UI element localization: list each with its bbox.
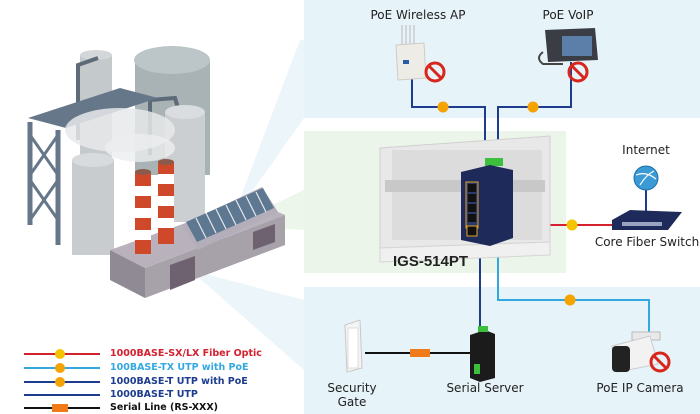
fiber-line-icon <box>24 349 100 359</box>
poe-badge-ap <box>437 101 449 113</box>
model-label: IGS-514PT <box>393 253 469 270</box>
core-switch-label: Core Fiber Switch <box>594 235 700 249</box>
legend-item-100base-poe: 100BASE-TX UTP with PoE <box>22 362 282 374</box>
top-panel <box>304 0 700 118</box>
legend-label: Serial Line (RS-XXX) <box>110 402 219 413</box>
factory-illustration <box>27 46 285 298</box>
legend-label: 100BASE-TX UTP with PoE <box>110 362 249 373</box>
security-gate-label-line2: Gate <box>337 395 367 409</box>
legend-item-1000base-poe: 1000BASE-T UTP with PoE <box>22 376 282 388</box>
internet-label: Internet <box>622 143 670 157</box>
legend-item-fiber: 1000BASE-SX/LX Fiber Optic <box>22 348 282 360</box>
legend-label: 1000BASE-T UTP with PoE <box>110 376 248 387</box>
legend-item-serial: Serial Line (RS-XXX) <box>22 402 282 414</box>
beam-bottom <box>190 270 304 370</box>
ip-camera-label: PoE IP Camera <box>596 381 684 395</box>
no-power-icon <box>649 351 671 373</box>
serial-line-icon <box>24 404 100 412</box>
small-tank-1 <box>72 160 114 255</box>
no-power-icon <box>567 61 589 83</box>
legend-item-1000base-utp: 1000BASE-T UTP <box>22 389 282 401</box>
chimney-1 <box>135 169 151 254</box>
chimney-2 <box>158 159 174 244</box>
legend-label: 1000BASE-T UTP <box>110 389 198 400</box>
poe-dark-line-icon <box>24 377 100 387</box>
serial-server-icon <box>470 330 495 382</box>
security-gate-label: Security Gate <box>322 381 382 409</box>
poe-badge-voip <box>527 101 539 113</box>
beam-top <box>232 40 304 220</box>
voip-label: PoE VoIP <box>542 8 594 22</box>
security-gate-label-line1: Security <box>327 381 377 395</box>
fiber-badge <box>566 219 578 231</box>
utp-line-icon <box>24 394 100 396</box>
poe-light-line-icon <box>24 363 100 373</box>
poe-badge-camera <box>564 294 576 306</box>
legend-label: 1000BASE-SX/LX Fiber Optic <box>110 348 262 359</box>
terminal-block <box>485 158 503 166</box>
serial-badge <box>410 349 430 357</box>
solar-panel <box>186 188 274 242</box>
platform <box>28 88 158 128</box>
wireless-ap-label: PoE Wireless AP <box>370 8 466 22</box>
serial-server-label: Serial Server <box>446 381 524 395</box>
